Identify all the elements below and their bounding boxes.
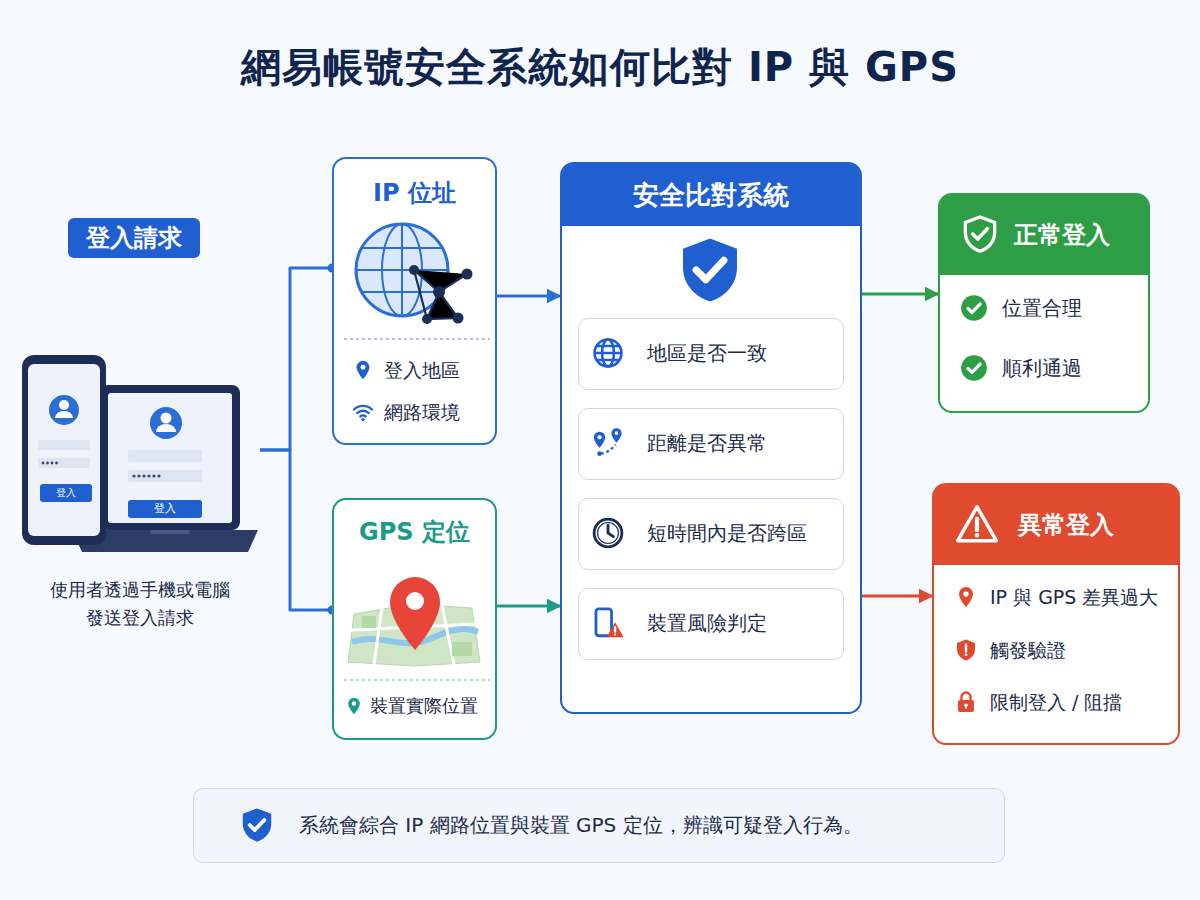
item-text: 位置合理 — [1002, 295, 1082, 321]
box-title: IP 位址 — [334, 177, 495, 209]
box-title: 正常登入 — [1014, 195, 1110, 275]
process-box: GPS 定位裝置實際位置 — [332, 498, 497, 740]
request-pill: 登入請求 — [68, 218, 200, 258]
item-text: IP 與 GPS 差異過大 — [990, 585, 1158, 609]
box-title: 安全比對系統 — [562, 164, 860, 226]
pin-icon — [352, 359, 374, 381]
item-icon — [591, 336, 625, 370]
box-title: 異常登入 — [1018, 485, 1114, 565]
pin-icon — [954, 585, 978, 609]
item-icon — [591, 426, 625, 460]
shield-icon — [960, 214, 1000, 254]
connector-arrow — [862, 595, 932, 598]
check-item-box: 短時間內是否跨區 — [578, 498, 844, 570]
wifi-icon — [351, 400, 375, 424]
connector-arrow — [497, 605, 560, 608]
caption-box: 系統會綜合 IP 網路位置與裝置 GPS 定位，辨識可疑登入行為。 — [193, 788, 1005, 863]
process-box: IP 位址登入地區網路環境 — [332, 157, 497, 445]
connector-arrow — [862, 293, 938, 296]
item-text: 順利通過 — [1002, 355, 1082, 381]
check-item-box: 地區是否一致 — [578, 318, 844, 390]
process-box: 異常登入 IP 與 GPS 差異過大觸發驗證限制登入 / 阻擋 — [932, 483, 1180, 745]
devices-illustration — [20, 210, 260, 640]
item-text: 短時間內是否跨區 — [647, 499, 807, 567]
lock-icon — [954, 690, 978, 714]
process-box: 安全比對系統地區是否一致距離是否異常短時間內是否跨區裝置風險判定 — [560, 162, 862, 714]
item-text: 觸發驗證 — [990, 638, 1066, 662]
check-icon — [960, 354, 988, 382]
item-text: 地區是否一致 — [647, 319, 767, 387]
item-text: 裝置實際位置 — [370, 695, 478, 717]
connector-arrow — [260, 268, 332, 450]
item-text: 限制登入 / 阻擋 — [990, 690, 1122, 714]
check-item-box: 裝置風險判定 — [578, 588, 844, 660]
box-title: GPS 定位 — [334, 516, 495, 548]
connector-arrow — [497, 295, 560, 298]
item-text: 網路環境 — [384, 400, 460, 424]
shield-icon — [238, 806, 276, 844]
button-label: 登入 — [128, 500, 202, 518]
item-text: 登入地區 — [384, 358, 460, 382]
diagram-title: 網易帳號安全系統如何比對 IP 與 GPS — [0, 40, 1200, 95]
shield-icon — [674, 234, 746, 306]
item-icon — [591, 606, 625, 640]
pin-icon — [344, 696, 364, 716]
item-icon — [591, 516, 625, 550]
connector-arrow — [260, 450, 332, 610]
shield-alert-icon — [954, 638, 978, 662]
caption-text: 系統會綜合 IP 網路位置與裝置 GPS 定位，辨識可疑登入行為。 — [299, 789, 863, 861]
check-item-box: 距離是否異常 — [578, 408, 844, 480]
item-text: 裝置風險判定 — [647, 589, 767, 657]
check-icon — [960, 294, 988, 322]
button-label: 登入 — [40, 484, 92, 502]
item-text: 距離是否異常 — [647, 409, 767, 477]
device-caption: 使用者透過手機或電腦 發送登入請求 — [45, 576, 235, 632]
process-box: 正常登入位置合理順利通過 — [938, 193, 1150, 413]
process-box: 登入請求使用者透過手機或電腦 發送登入請求登入登入 — [20, 210, 260, 640]
warning-icon — [956, 503, 998, 545]
